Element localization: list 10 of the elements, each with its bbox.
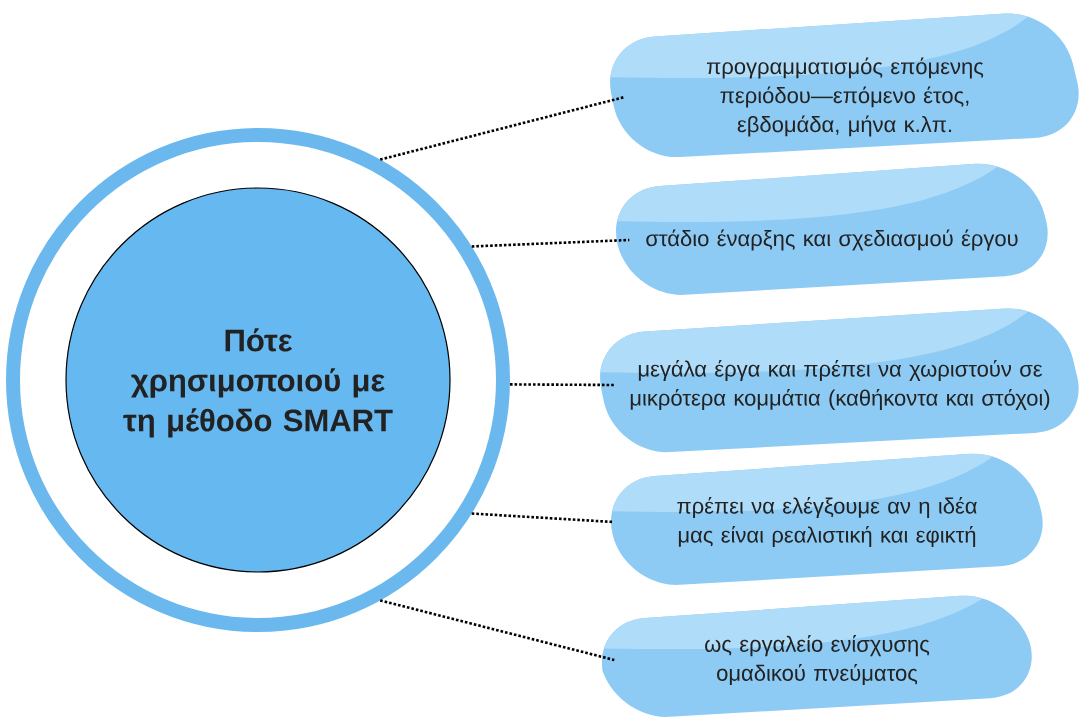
dotted-line xyxy=(379,95,626,161)
dotted-line xyxy=(509,383,615,387)
blob-box: πρέπει να ελέγξουμε αν η ιδέα μας είναι ρεαλιστική και εφικτή xyxy=(611,453,1043,585)
blob-box: προγραμματισμός επόμενης περιόδου—επόμενο έτος, εβδομάδα, μήνα κ.λπ. xyxy=(610,13,1079,158)
blob-box: μεγάλα έργα και πρέπει να χωριστούν σε μικρότερα κομμάτια (καθήκοντα και στόχοι) xyxy=(600,308,1079,453)
blob-box: ως εργαλείο ενίσχυσης ομαδικού πνεύματος xyxy=(601,595,1032,717)
blob-box: στάδιο έναρξης και σχεδιασμού έργου xyxy=(616,163,1048,295)
dotted-line xyxy=(379,599,615,662)
dotted-line xyxy=(471,512,614,524)
dotted-line xyxy=(471,238,630,248)
